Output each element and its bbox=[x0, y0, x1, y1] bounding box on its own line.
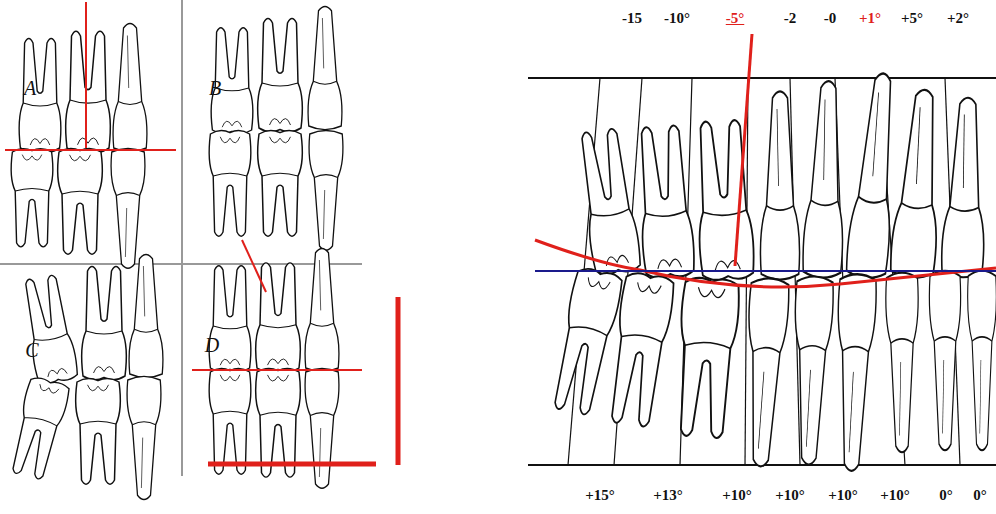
angle-label: -2 bbox=[784, 11, 797, 26]
quadrant-letter: C bbox=[25, 340, 38, 360]
angle-label: -5° bbox=[726, 11, 745, 26]
angle-label: -0 bbox=[824, 11, 837, 26]
angle-label: +13° bbox=[653, 488, 683, 503]
angle-label: -10° bbox=[664, 11, 690, 26]
angle-label: +15° bbox=[585, 488, 615, 503]
angle-label: 0° bbox=[939, 488, 953, 503]
angle-label: +5° bbox=[901, 11, 923, 26]
quadrant-letter: D bbox=[205, 335, 219, 355]
angle-label: +10° bbox=[722, 488, 752, 503]
quadrant-letter: A bbox=[24, 78, 36, 98]
angle-label: -15 bbox=[622, 11, 642, 26]
angle-label: 0° bbox=[973, 488, 987, 503]
angle-label: +10° bbox=[880, 488, 910, 503]
angle-label: +1° bbox=[859, 11, 881, 26]
angle-label: +2° bbox=[947, 11, 969, 26]
angle-label: +10° bbox=[775, 488, 805, 503]
quadrant-letter: B bbox=[209, 78, 221, 98]
angle-label: +10° bbox=[828, 488, 858, 503]
